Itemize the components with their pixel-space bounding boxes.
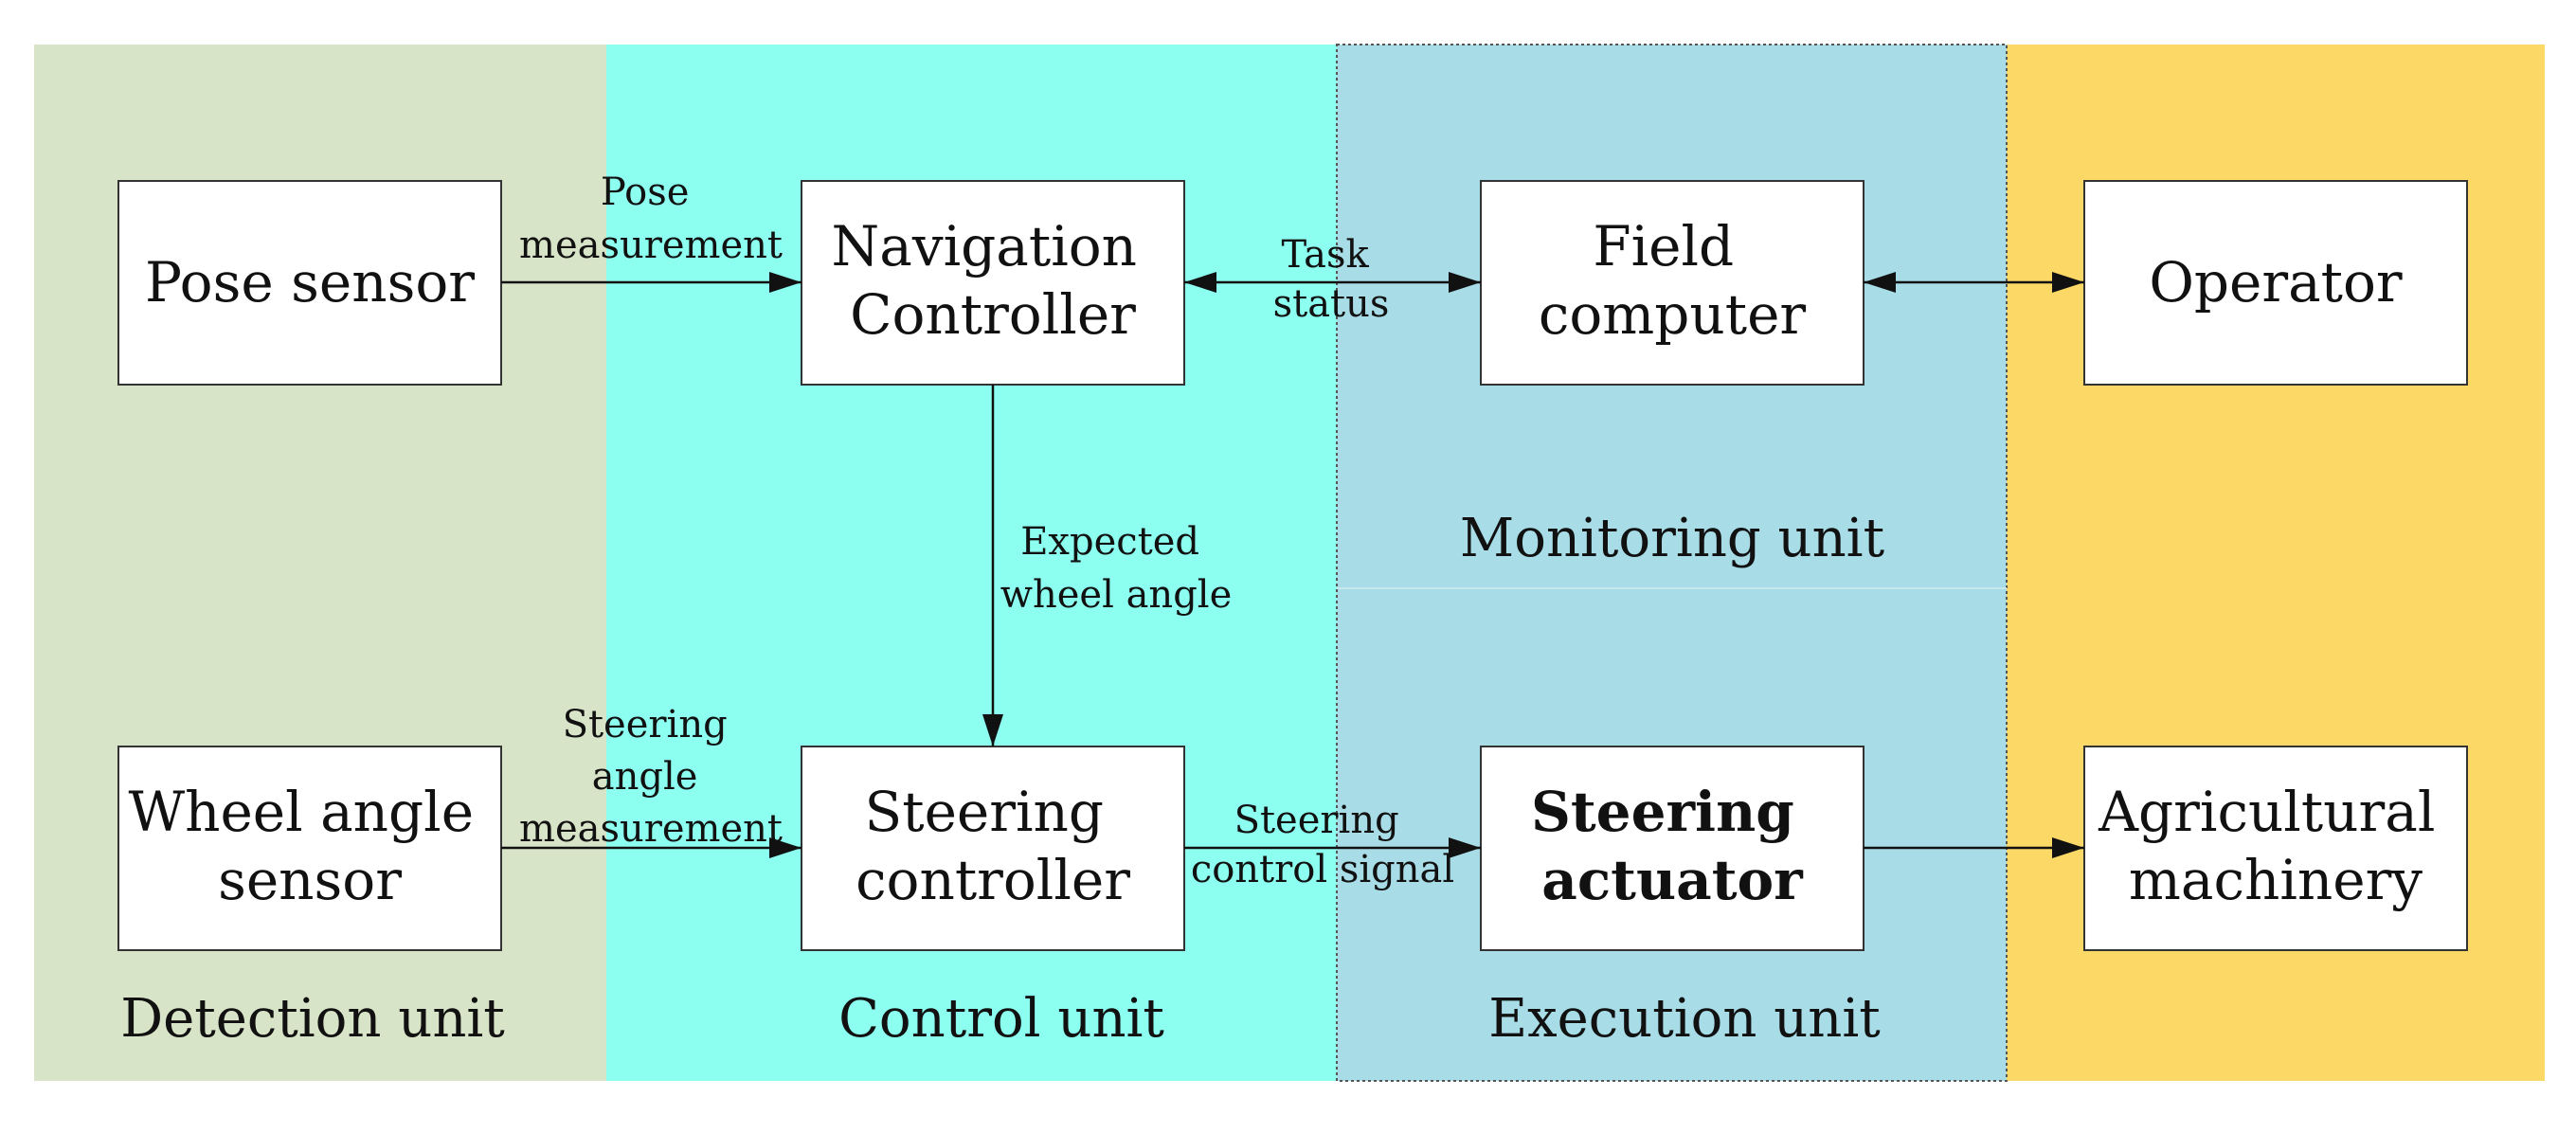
wheel-angle-sensor-label: Wheel angle sensor	[129, 780, 492, 912]
detection-unit-label: Detection unit	[120, 988, 505, 1050]
wheel-angle-sensor-box	[117, 746, 502, 951]
field-computer-label: Field computer	[1539, 214, 1807, 347]
operator-label: Operator	[2149, 250, 2403, 315]
steering-controller-label: Steering controller	[856, 780, 1130, 912]
agricultural-machinery-label: Agricultural machinery	[2098, 780, 2453, 912]
task-status-label: Task status	[1273, 233, 1390, 326]
operator-box	[2083, 180, 2468, 386]
steering-angle-measurement-label: Steering angle measurement	[519, 703, 783, 851]
steering-actuator-label: Steering actuator	[1531, 780, 1813, 912]
steering-control-signal-label: Steering control signal	[1191, 799, 1454, 891]
control-unit-label: Control unit	[838, 988, 1164, 1050]
monitoring-execution-dotted-border	[1336, 44, 2008, 1082]
pose-measurement-label: Pose measurement	[519, 171, 783, 267]
navigation-controller-label: Navigation Controller	[832, 214, 1155, 347]
expected-wheel-angle-label: Expected wheel angle	[1000, 520, 1233, 617]
agricultural-machinery-box	[2083, 746, 2468, 951]
pose-sensor-label: Pose sensor	[145, 250, 475, 315]
execution-unit-label: Execution unit	[1488, 988, 1881, 1050]
field-computer-box	[1480, 180, 1864, 386]
steering-actuator-box	[1480, 746, 1864, 951]
monitoring-unit-label: Monitoring unit	[1460, 508, 1885, 569]
